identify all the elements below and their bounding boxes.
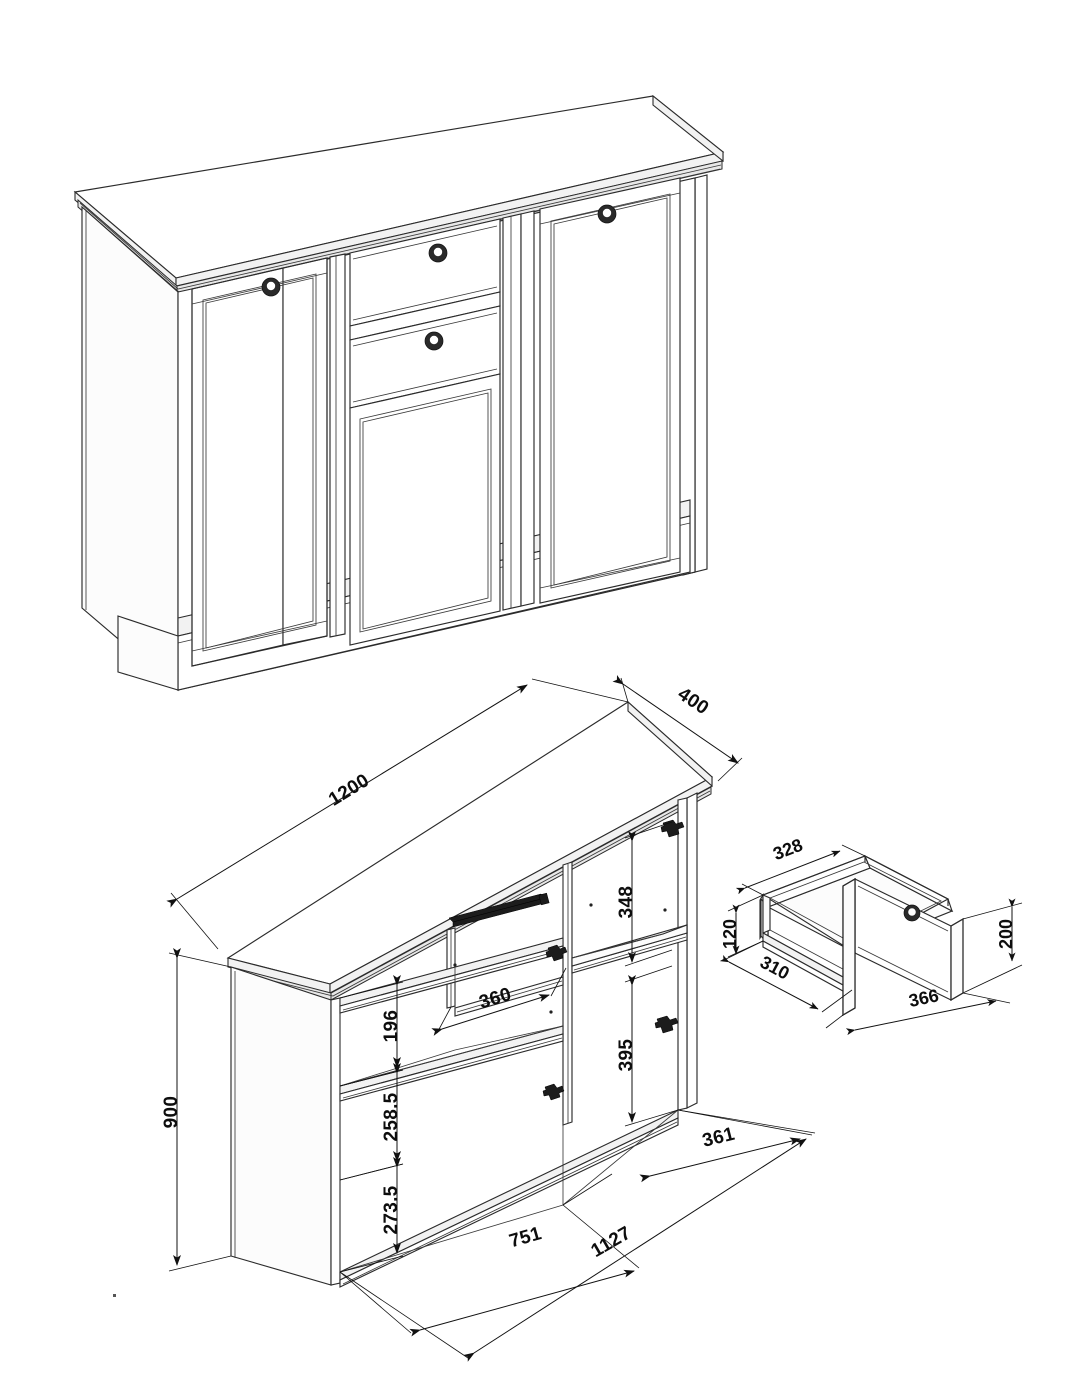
- dim-label-196: 196: [381, 1010, 402, 1043]
- right-door[interactable]: [539, 177, 681, 604]
- drawer-knob-upper[interactable]: [428, 243, 448, 263]
- left-door[interactable]: [191, 257, 328, 667]
- centre-stile-right: [502, 210, 535, 611]
- upper-drawer-front[interactable]: [349, 218, 501, 327]
- drawer-detail-knob[interactable]: [903, 904, 921, 922]
- drawer-knob-lower[interactable]: [424, 331, 444, 351]
- dim-overall-height: 900: [161, 948, 232, 1272]
- carcass-left-side-panel: [230, 966, 341, 1286]
- dim-right-compartment-upper: 348: [616, 821, 673, 967]
- left-side-panel: [81, 205, 179, 692]
- carcass-divider-right: [562, 861, 573, 1126]
- sheet-artefact-mark: [113, 1294, 116, 1297]
- dim-shelf-gap-middle: 258.5: [339, 1063, 404, 1181]
- drawer-detail-view: [759, 854, 964, 1017]
- centre-stile-left: [329, 253, 346, 638]
- exterior-isometric-view: [73, 94, 725, 692]
- dim-label-348: 348: [616, 886, 637, 919]
- top-panel: [73, 94, 725, 295]
- hinge-plate-lower-centre: [542, 1083, 565, 1101]
- dim-right-compartment-lower: 395: [616, 965, 679, 1127]
- dim-label-120: 120: [720, 919, 740, 949]
- shelf-pin-hole: [453, 963, 457, 967]
- dim-label-273-5: 273.5: [381, 1185, 402, 1234]
- hinge-plate-mid-right: [654, 1015, 679, 1034]
- shelf-pin-hole: [589, 903, 593, 907]
- drawer-box: [759, 854, 954, 997]
- dim-drawer-front-height: 200: [962, 898, 1023, 994]
- shelf-pin-hole: [549, 1010, 553, 1014]
- dim-label-395: 395: [616, 1039, 637, 1072]
- shelf-pin-hole: [663, 908, 667, 912]
- carcass-right-end-panel: [677, 792, 698, 1111]
- left-door-knob[interactable]: [261, 277, 281, 297]
- drawer-column: [349, 218, 501, 646]
- hinge-plate-top-right: [660, 819, 685, 838]
- centre-door[interactable]: [349, 373, 501, 646]
- hinge-plate-drawer-bay: [545, 944, 568, 962]
- dim-shelf-gap-bottom: 273.5: [339, 1157, 404, 1273]
- dim-label-900: 900: [161, 1096, 182, 1129]
- dim-label-258-5: 258.5: [381, 1092, 402, 1141]
- dim-label-200: 200: [996, 919, 1016, 949]
- right-door-knob[interactable]: [597, 204, 617, 224]
